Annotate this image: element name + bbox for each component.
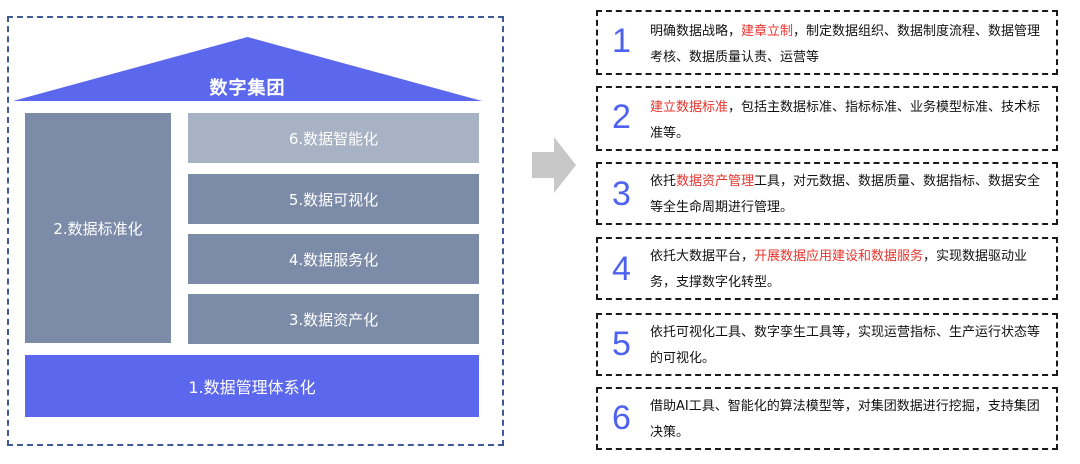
item-text-segment: ，包括主数据标准、指标标准、业务模型标准、技术标准等。: [650, 100, 1041, 141]
list-item: 2 建立数据标准，包括主数据标准、指标标准、业务模型标准、技术标准等。: [596, 86, 1058, 151]
item-text: 依托数据资产管理工具，对元数据、数据质量、数据指标、数据安全等全生命周期进行管理…: [650, 169, 1046, 221]
item-text-segment: 明确数据战略，: [650, 24, 742, 39]
list-item: 1 明确数据战略，建章立制，制定数据组织、数据制度流程、数据管理考核、数据质量认…: [596, 10, 1058, 75]
item-number: 1: [612, 22, 631, 60]
item-number: 6: [612, 399, 631, 437]
list-item: 5 依托可视化工具、数字孪生工具等，实现运营指标、生产运行状态等的可视化。: [596, 313, 1058, 376]
item-text-segment: 借助AI工具、智能化的算法模型等，对集团数据进行挖掘，支持集团决策。: [650, 399, 1040, 440]
layer-data-intelligence: 6.数据智能化: [188, 113, 479, 163]
highlight-text: 建章立制: [741, 24, 794, 39]
item-text: 明确数据战略，建章立制，制定数据组织、数据制度流程、数据管理考核、数据质量认责、…: [650, 19, 1046, 71]
item-number: 3: [612, 175, 631, 213]
roof-triangle: [13, 37, 482, 101]
list-item: 4 依托大数据平台，开展数据应用建设和数据服务，实现数据驱动业务，支撑数字化转型…: [596, 237, 1058, 300]
right-arrow-icon: [532, 137, 576, 193]
pillar-data-standardization: 2.数据标准化: [25, 113, 171, 343]
highlight-text: 数据资产管理: [676, 174, 755, 189]
layer-data-service: 4.数据服务化: [188, 234, 479, 284]
item-text: 依托可视化工具、数字孪生工具等，实现运营指标、生产运行状态等的可视化。: [650, 320, 1046, 372]
item-text-segment: 依托可视化工具、数字孪生工具等，实现运营指标、生产运行状态等的可视化。: [650, 325, 1041, 366]
item-number: 4: [612, 250, 631, 288]
list-item: 3 依托数据资产管理工具，对元数据、数据质量、数据指标、数据安全等全生命周期进行…: [596, 162, 1058, 225]
item-text-segment: 依托大数据平台，: [650, 249, 755, 264]
diagram-frame: [7, 16, 504, 446]
list-item: 6 借助AI工具、智能化的算法模型等，对集团数据进行挖掘，支持集团决策。: [596, 387, 1058, 450]
layer-data-assetization: 3.数据资产化: [188, 294, 479, 344]
item-number: 5: [612, 325, 631, 363]
item-text-segment: ，实现数据驱动业务，支撑数字化转型。: [650, 249, 1028, 290]
roof-title: 数字集团: [209, 78, 286, 99]
foundation-data-management: 1.数据管理体系化: [25, 355, 479, 417]
highlight-text: 开展数据应用建设和数据服务: [754, 249, 924, 264]
item-text-segment: 工具，对元数据、数据质量、数据指标、数据安全等全生命周期进行管理。: [650, 174, 1041, 215]
item-number: 2: [612, 98, 631, 136]
item-text: 建立数据标准，包括主数据标准、指标标准、业务模型标准、技术标准等。: [650, 95, 1046, 147]
item-text-segment: ，制定数据组织、数据制度流程、数据管理考核、数据质量认责、运营等: [650, 24, 1041, 65]
item-text: 借助AI工具、智能化的算法模型等，对集团数据进行挖掘，支持集团决策。: [650, 394, 1046, 446]
highlight-text: 建立数据标准: [650, 100, 729, 115]
layer-data-visualization: 5.数据可视化: [188, 174, 479, 224]
item-text-segment: 依托: [650, 174, 677, 189]
item-text: 依托大数据平台，开展数据应用建设和数据服务，实现数据驱动业务，支撑数字化转型。: [650, 244, 1046, 296]
